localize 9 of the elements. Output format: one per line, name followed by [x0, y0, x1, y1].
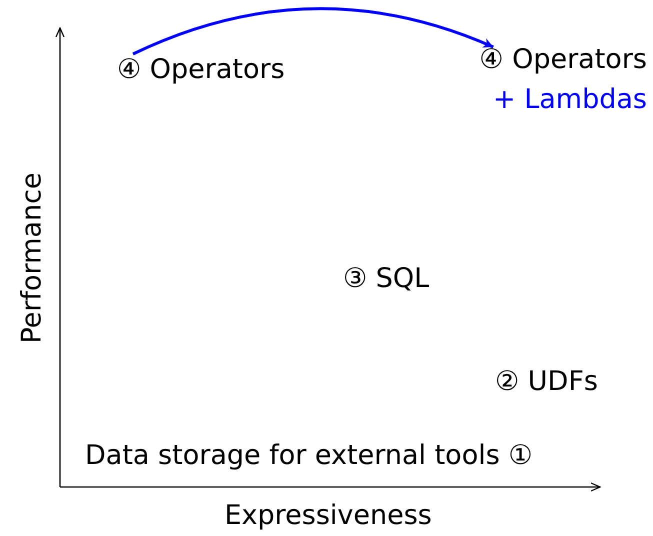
node-sublabel: + Lambdas: [493, 84, 647, 116]
node-label: ④ Operators: [479, 44, 647, 76]
axis-title: Performance: [16, 172, 48, 344]
point-label: ③ SQL: [343, 263, 430, 295]
arrow: [132, 7, 494, 56]
point-label: Data storage for external tools ①: [85, 440, 533, 472]
point-label: ② UDFs: [495, 366, 598, 398]
axis-title: Expressiveness: [224, 500, 432, 532]
node-label: ④ Operators: [117, 54, 285, 86]
